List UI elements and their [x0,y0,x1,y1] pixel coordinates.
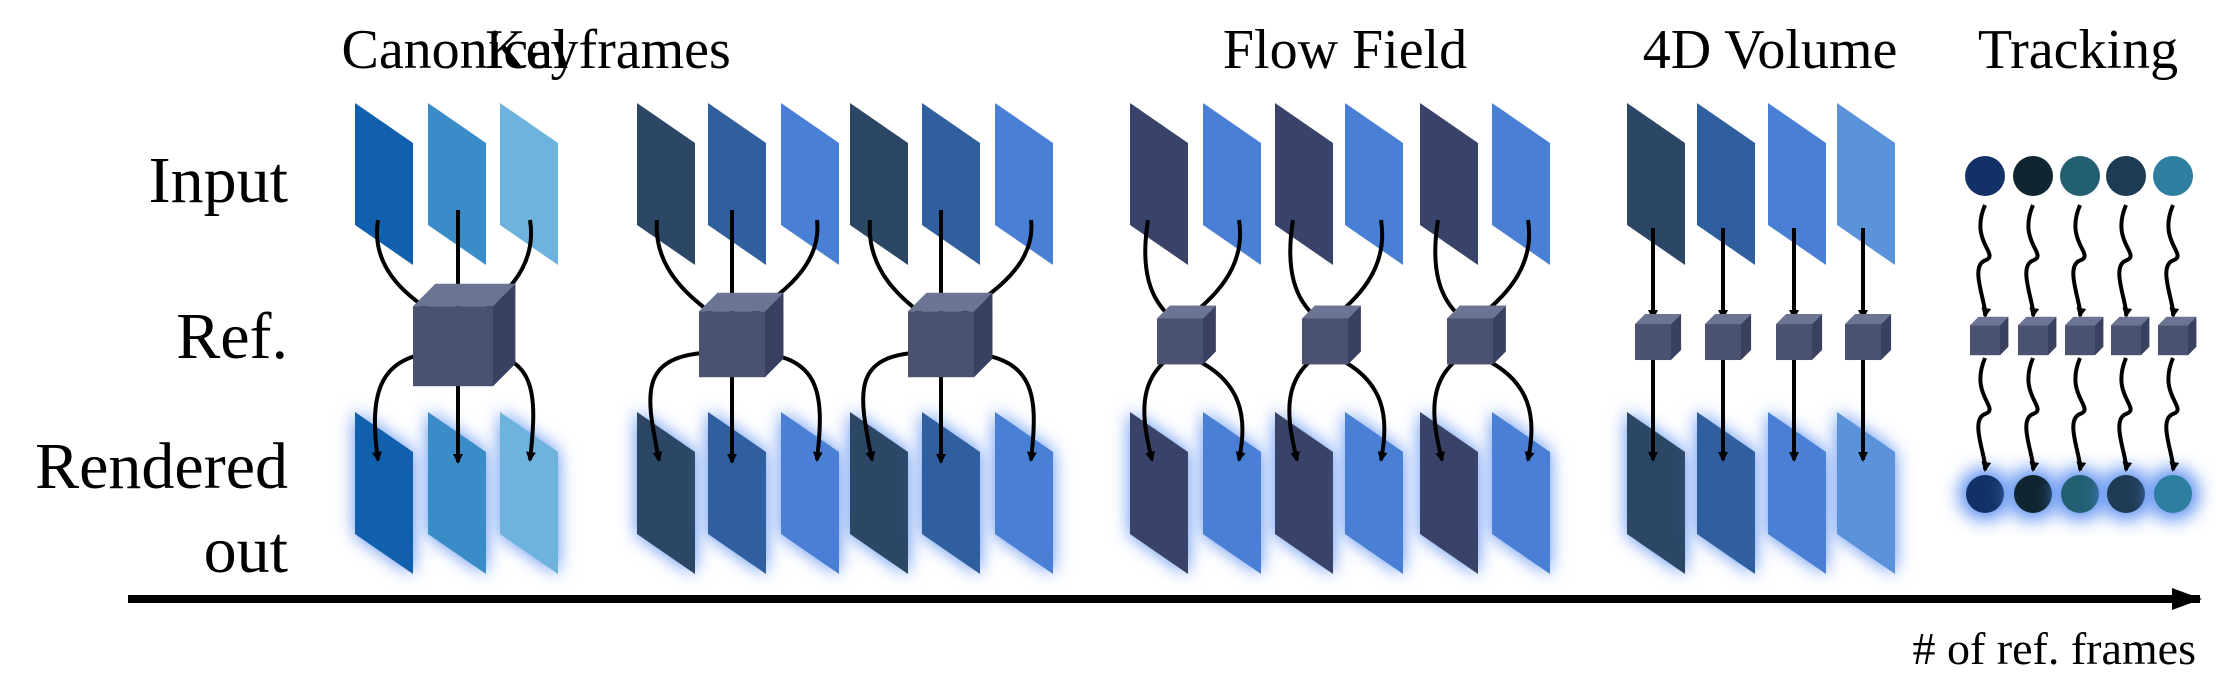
flow-out-arrow-4 [1332,354,1388,462]
flow-input-frame-2 [1203,103,1261,265]
keyframes-ref-cube-1-out-1 [648,350,725,462]
volume-ref-cube-2 [1705,313,1752,361]
axis-label: # of ref. frames [1912,623,2196,674]
canonical-input-frame-1 [355,103,413,265]
keyframes-input-frame-6 [995,103,1053,265]
column-title-flow-field: Flow Field [1223,19,1467,81]
flow-ref-cube-1 [1157,305,1216,365]
volume-rendered-frame-1 [1627,412,1685,574]
keyframes-rendered-frame-5 [922,412,980,574]
tracking-rendered-dot-4 [2107,475,2145,513]
canonical-input-frame-3 [500,103,558,265]
keyframes-input-frame-5 [922,103,980,265]
tracking-in-arrow-2 [2024,204,2040,318]
keyframes-ref-cube-2 [908,292,993,378]
tracking-rendered-dot-2 [2014,475,2052,513]
keyframes-rendered-frame-2 [708,412,766,574]
frames-layer [355,103,2199,574]
tracking-out-arrow-5 [2164,357,2180,472]
canonical-rendered-frame-1 [355,412,413,574]
flow-input-frame-4 [1345,103,1403,265]
canonical-rendered-frame-2 [428,412,486,574]
tracking-rendered-dot-3 [2061,475,2099,513]
canonical-ref-cube [413,283,516,387]
flow-input-frame-1 [1130,103,1188,265]
tracking-in-arrow-5 [2164,204,2180,318]
keyframes-rendered-frame-1 [637,412,695,574]
flow-out-arrow-3 [1287,354,1319,462]
keyframes-input-frame-4 [850,103,908,265]
tracking-out-arrow-4 [2117,357,2133,472]
volume-ref-cube-4 [1845,313,1892,361]
tracking-in-arrow-3 [2071,204,2087,318]
tracking-in-arrow-1 [1976,204,1992,318]
tracking-ref-cube-2 [2018,316,2057,356]
tracking-ref-cube-3 [2065,316,2104,356]
column-title-keyframes: Keyframes [485,19,731,81]
cubes-layer [413,283,2197,387]
flow-input-frame-3 [1275,103,1333,265]
canonical-rendered-frame-3 [500,412,558,574]
flow-ref-cube-3 [1447,305,1506,365]
volume-rendered-frame-4 [1837,412,1895,574]
flow-out-arrow-6 [1477,354,1535,462]
keyframes-input-frame-1 [637,103,695,265]
column-title-4d-volume: 4D Volume [1643,19,1898,81]
flow-rendered-frame-4 [1345,412,1403,574]
tracking-in-arrow-4 [2117,204,2133,318]
flow-input-frame-6 [1492,103,1550,265]
keyframes-rendered-frame-6 [995,412,1053,574]
tracking-ref-cube-1 [1970,316,2009,356]
keyframes-rendered-frame-4 [850,412,908,574]
volume-input-frame-2 [1697,103,1755,265]
flow-input-frame-5 [1420,103,1478,265]
volume-rendered-frame-2 [1697,412,1755,574]
keyframes-input-frame-2 [708,103,766,265]
volume-ref-cube-3 [1776,313,1823,361]
flow-out-arrow-2 [1187,354,1246,462]
volume-ref-cube-1 [1635,313,1682,361]
tracking-out-arrow-3 [2071,357,2087,472]
tracking-ref-cube-5 [2158,316,2197,356]
flow-out-arrow-1 [1142,354,1174,462]
keyframes-input-frame-3 [781,103,839,265]
tracking-input-dot-3 [2060,156,2100,196]
flow-rendered-frame-5 [1420,412,1478,574]
row-label-rendered: Rendered [35,430,288,503]
tracking-input-dot-1 [1965,156,2005,196]
flow-rendered-frame-2 [1203,412,1261,574]
row-label-out: out [204,514,288,587]
flow-rendered-frame-1 [1130,412,1188,574]
tracking-out-arrow-1 [1976,357,1992,472]
canonical-input-frame-2 [428,103,486,265]
tracking-input-dot-4 [2106,156,2146,196]
flow-rendered-frame-3 [1275,412,1333,574]
flow-out-arrow-5 [1432,354,1464,462]
keyframes-ref-cube-1 [699,292,784,378]
column-title-tracking: Tracking [1978,19,2178,81]
tracking-rendered-dot-1 [1966,475,2004,513]
volume-rendered-frame-3 [1768,412,1826,574]
flow-ref-cube-2 [1302,305,1361,365]
volume-input-frame-4 [1837,103,1895,265]
volume-input-frame-3 [1768,103,1826,265]
volume-input-frame-1 [1627,103,1685,265]
tracking-ref-cube-4 [2111,316,2150,356]
keyframes-rendered-frame-3 [781,412,839,574]
tracking-out-arrow-2 [2024,357,2040,472]
tracking-input-dot-5 [2153,156,2193,196]
tracking-rendered-dot-5 [2154,475,2192,513]
row-label-ref: Ref. [176,300,288,373]
arrows-layer [371,204,2180,472]
row-label-input: Input [149,144,288,217]
flow-rendered-frame-6 [1492,412,1550,574]
keyframes-ref-cube-2-out-1 [861,350,934,462]
column-title-canonical: Canonical [341,19,568,81]
tracking-input-dot-2 [2013,156,2053,196]
